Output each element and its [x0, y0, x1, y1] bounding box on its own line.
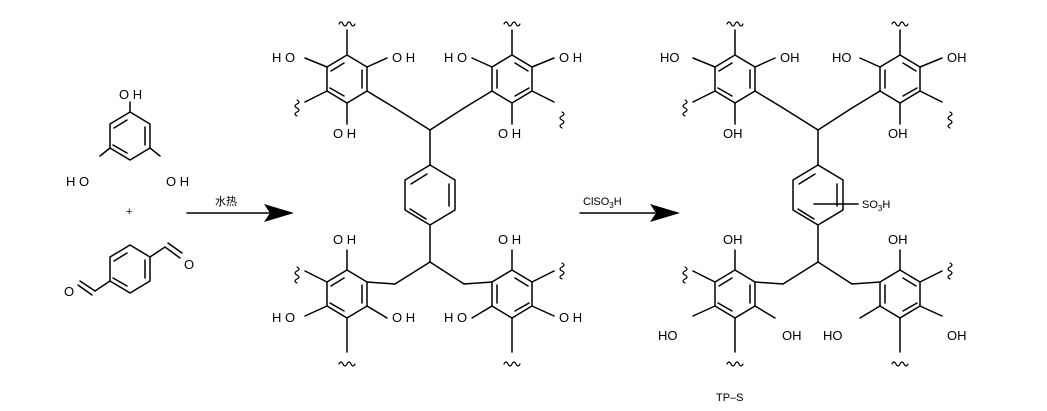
prod-oh-ll: OH	[782, 328, 802, 343]
int-ho-ul: H O	[272, 50, 295, 65]
product-name-label: TP–S	[716, 392, 744, 404]
phloroglucinol-oh-right: O H	[166, 174, 189, 189]
prod-oh-ul: OH	[780, 50, 800, 65]
int-oh-ll: O H	[392, 310, 415, 325]
int-oh-lr-top: O H	[498, 232, 521, 247]
int-oh-ul: O H	[392, 50, 415, 65]
aldehyde-oxygen-left: O	[64, 284, 74, 299]
int-ho-ur: H O	[444, 50, 467, 65]
prod-ho-ul: HO	[660, 50, 680, 65]
prod-oh-ul-bottom: OH	[723, 126, 743, 141]
prod-oh-ll-top: OH	[723, 232, 743, 247]
prod-ho-ll: HO	[658, 328, 678, 343]
prod-ho-lr: HO	[823, 328, 843, 343]
int-oh-ll-top: O H	[333, 232, 356, 247]
reaction-arrow-2	[579, 204, 680, 222]
step1-reagent: 水热	[215, 195, 237, 208]
phloroglucinol-ho-left: H O	[66, 174, 89, 189]
product-polymer-tps: HO OH OH HO OH OH OH HO OH OH HO OH SO3H	[658, 21, 967, 367]
prod-oh-ur-bottom: OH	[888, 126, 908, 141]
prod-oh-ur: OH	[947, 50, 967, 65]
prod-oh-lr-top: OH	[888, 232, 908, 247]
prod-oh-lr: OH	[947, 328, 967, 343]
plus-sign: +	[126, 206, 132, 218]
terephthalaldehyde-molecule: O O	[64, 242, 194, 299]
phloroglucinol-molecule: O H H O O H	[66, 87, 189, 189]
phloroglucinol-oh-top: O H	[119, 87, 142, 102]
sulfonic-acid-group: SO3H	[862, 199, 890, 213]
intermediate-polymer: H O O H O H H O O H O H O H H O O H O H …	[272, 21, 582, 367]
int-oh-lr: O H	[559, 310, 582, 325]
int-oh-ul-bottom: O H	[333, 126, 356, 141]
step2-reagent: ClSO3H	[583, 196, 622, 210]
reaction-arrow-1	[186, 204, 294, 222]
aldehyde-oxygen-right: O	[184, 257, 194, 272]
int-ho-lr: H O	[444, 310, 467, 325]
prod-ho-ur: HO	[832, 50, 852, 65]
int-ho-ll: H O	[272, 310, 295, 325]
int-oh-ur-bottom: O H	[498, 126, 521, 141]
int-oh-ur: O H	[559, 50, 582, 65]
